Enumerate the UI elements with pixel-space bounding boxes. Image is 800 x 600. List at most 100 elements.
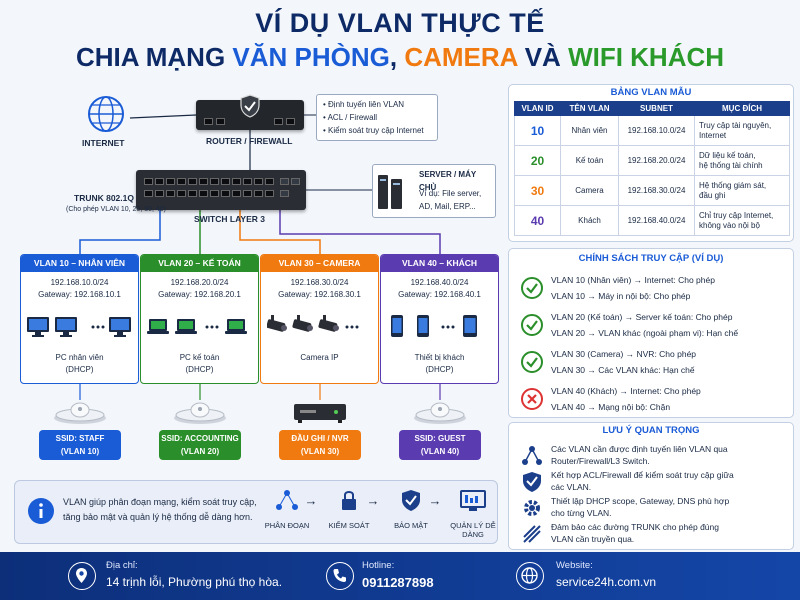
switch-port	[155, 178, 164, 185]
phone-icon	[326, 562, 354, 590]
switch-port	[210, 178, 219, 185]
device-icons	[265, 315, 358, 332]
switch-port	[265, 178, 274, 185]
switch-port	[177, 178, 186, 185]
step-icon	[402, 490, 420, 511]
switch-layer3-device	[136, 170, 306, 210]
access-point-icon	[410, 398, 470, 431]
benefit-step: KIỂM SOÁT	[321, 489, 377, 530]
vlan-header: VLAN 20 – KẾ TOÁN	[141, 255, 258, 272]
switch-label: SWITCH LAYER 3	[194, 214, 266, 224]
vlan-subnet: 192.168.20.0/24	[170, 278, 229, 287]
switch-port	[199, 190, 208, 197]
address-value: 14 trịnh lỗi, Phường phú thọ hòa.	[106, 575, 283, 589]
ssid-badge: SSID: ACCOUNTING(VLAN 20)	[159, 430, 241, 460]
access-point-icon	[50, 398, 110, 431]
note-icon	[524, 500, 540, 516]
server-icon	[378, 175, 402, 209]
vlan-device: PC nhân viên	[55, 353, 104, 362]
col-header-subnet: SUBNET	[618, 101, 695, 116]
vlan-device: Thiết bị khách	[414, 353, 465, 362]
vlan-dhcp: (DHCP)	[425, 365, 454, 374]
location-pin-icon	[68, 562, 96, 590]
switch-port	[166, 190, 175, 197]
info-line-1: VLAN giúp phân đoạn mạng, kiểm soát truy…	[63, 497, 257, 507]
note-icon	[523, 525, 541, 543]
note-item: Kết hợp ACL/Firewall để kiểm soát truy c…	[517, 469, 787, 495]
switch-port	[188, 190, 197, 197]
router-label: ROUTER / FIREWALL	[206, 136, 293, 146]
switch-port	[232, 190, 241, 197]
benefit-step: BẢO MẬT	[383, 489, 439, 530]
switch-port	[243, 190, 252, 197]
check-circle-icon	[521, 314, 543, 336]
vlan-table: VLAN ID TÊN VLAN SUBNET MỤC ĐÍCH 10 Nhân…	[514, 101, 790, 236]
note-icon	[522, 446, 542, 465]
vlan-subnet: 192.168.10.0/24	[50, 278, 109, 287]
col-header-name: TÊN VLAN	[560, 101, 619, 116]
vlan-header: VLAN 10 – NHÂN VIÊN	[21, 255, 138, 272]
table-row: 40 Khách 192.168.40.0/24 Chỉ truy cập In…	[514, 205, 790, 236]
vlan-gateway: Gateway: 192.168.30.1	[278, 290, 361, 299]
arrow-right-icon: →	[304, 493, 318, 508]
website-label: Website:	[556, 560, 593, 571]
vlan-header: VLAN 30 – CAMERA	[261, 255, 378, 272]
ssid-badge: SSID: STAFF(VLAN 10)	[39, 430, 121, 460]
vlan-gateway: Gateway: 192.168.20.1	[158, 290, 241, 299]
uplink-port	[280, 190, 289, 197]
close-circle-icon	[521, 388, 543, 410]
policy-item: VLAN 10 (Nhân viên) → Internet: Cho phép…	[517, 271, 787, 307]
access-point-icon	[170, 398, 230, 431]
switch-port	[210, 190, 219, 197]
globe-icon	[516, 562, 544, 590]
arrow-right-icon: →	[428, 493, 442, 508]
address-label: Địa chỉ:	[106, 560, 138, 571]
switch-port	[188, 178, 197, 185]
note-item: Các VLAN cần được định tuyến liên VLAN q…	[517, 443, 787, 469]
vlan-dhcp: (DHCP)	[185, 365, 214, 374]
page-title: VÍ DỤ VLAN THỰC TẾ	[255, 8, 545, 38]
internet-label: INTERNET	[82, 138, 125, 148]
website-value[interactable]: service24h.com.vn	[556, 575, 657, 589]
vlan-gateway: Gateway: 192.168.10.1	[38, 290, 121, 299]
benefit-step: QUẢN LÝ DỄ DÀNG	[445, 489, 501, 539]
trunk-label: TRUNK 802.1Q	[74, 193, 134, 203]
check-circle-icon	[521, 351, 543, 373]
router-features-callout: • Định tuyến liên VLAN • ACL / Firewall …	[316, 94, 438, 141]
policy-item: VLAN 20 (Kế toán) → Server kế toán: Cho …	[517, 308, 787, 344]
switch-port	[221, 190, 230, 197]
switch-port	[177, 190, 186, 197]
table-row: 10 Nhân viên 192.168.10.0/24 Truy cập tà…	[514, 115, 790, 146]
vlan-column: VLAN 10 – NHÂN VIÊN 192.168.10.0/24 Gate…	[20, 254, 139, 384]
table-row: 30 Camera 192.168.30.0/24 Hệ thống giám …	[514, 175, 790, 206]
check-circle-icon	[521, 277, 543, 299]
switch-port	[199, 178, 208, 185]
step-icon	[460, 490, 486, 511]
uplink-port	[280, 178, 289, 185]
vlan-header: VLAN 40 – KHÁCH	[381, 255, 498, 272]
ssid-badge: ĐẦU GHI / NVR(VLAN 30)	[279, 430, 361, 460]
vlan-column: VLAN 20 – KẾ TOÁN 192.168.20.0/24 Gatewa…	[140, 254, 259, 384]
vlan-subnet: 192.168.30.0/24	[290, 278, 349, 287]
info-box: VLAN giúp phân đoạn mạng, kiểm soát truy…	[14, 480, 498, 544]
switch-port	[144, 178, 153, 185]
vlan-column: VLAN 40 – KHÁCH 192.168.40.0/24 Gateway:…	[380, 254, 499, 384]
step-icon	[342, 491, 356, 510]
info-line-2: tăng bảo mật và quản lý hệ thống dễ dàng…	[63, 512, 253, 522]
connection-lines	[79, 114, 441, 400]
hotline-value[interactable]: 0911287898	[362, 575, 434, 590]
vlan-dhcp: (DHCP)	[65, 365, 94, 374]
uplink-port	[291, 178, 300, 185]
info-icon	[28, 498, 54, 524]
vlan-table-title: BẢNG VLAN MẪU	[610, 87, 692, 98]
note-icon	[523, 472, 541, 492]
switch-port	[144, 190, 153, 197]
vlan-table-panel: BẢNG VLAN MẪU VLAN ID TÊN VLAN SUBNET MỤ…	[508, 84, 794, 242]
benefit-step: PHÂN ĐOẠN	[259, 489, 315, 530]
trunk-note: (Cho phép VLAN 10, 20, 30, 40)	[66, 206, 167, 213]
hotline-label: Hotline:	[362, 560, 395, 571]
switch-port	[166, 178, 175, 185]
switch-port	[221, 178, 230, 185]
